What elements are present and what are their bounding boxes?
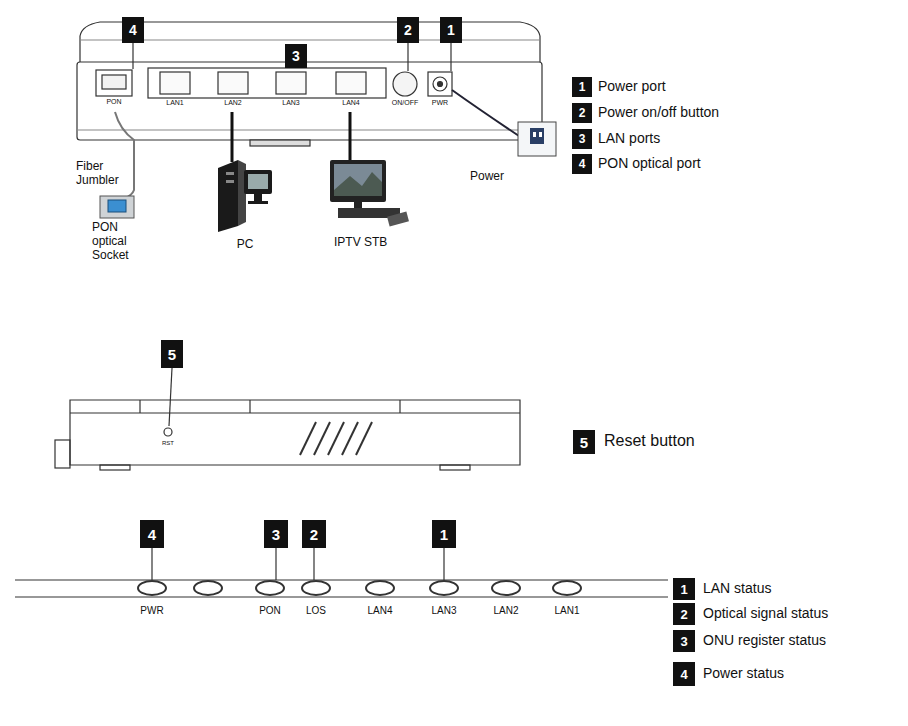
port-label: LAN3 bbox=[273, 99, 309, 107]
callout-text: 3 bbox=[579, 132, 586, 146]
legend-text: Power port bbox=[598, 78, 848, 94]
callout-text: 1 bbox=[440, 526, 448, 543]
port-label: LAN2 bbox=[215, 99, 251, 107]
legend-text: Power status bbox=[703, 665, 903, 681]
callout-text: 4 bbox=[680, 667, 687, 682]
callout-number: 1 bbox=[572, 77, 592, 97]
part-label: PON optical Socket bbox=[92, 221, 148, 262]
callout-number: 3 bbox=[264, 520, 288, 548]
callout-number: 4 bbox=[122, 17, 144, 43]
callout-number: 5 bbox=[161, 340, 183, 368]
led-label: LOS bbox=[296, 605, 336, 617]
callout-number: 5 bbox=[573, 430, 595, 454]
callout-number: 2 bbox=[397, 17, 419, 43]
callout-number: 4 bbox=[140, 520, 164, 548]
callout-number: 1 bbox=[440, 17, 462, 43]
part-label: Power bbox=[470, 170, 520, 184]
part-label: Fiber Jumbler bbox=[76, 160, 126, 188]
callout-number: 3 bbox=[673, 630, 695, 652]
led-label: LAN2 bbox=[486, 605, 526, 617]
legend-text: Optical signal status bbox=[703, 605, 903, 621]
callout-text: 4 bbox=[148, 526, 156, 543]
callout-text: 1 bbox=[579, 80, 586, 94]
callout-number: 4 bbox=[572, 154, 592, 174]
legend-text: LAN status bbox=[703, 580, 903, 596]
callout-text: 1 bbox=[447, 22, 455, 38]
port-label: PON bbox=[99, 98, 129, 106]
callout-text: 4 bbox=[579, 157, 586, 171]
callout-number: 1 bbox=[432, 520, 456, 548]
callout-text: 3 bbox=[272, 526, 280, 543]
led-label: LAN4 bbox=[360, 605, 400, 617]
callout-text: 2 bbox=[579, 106, 586, 120]
port-label: LAN1 bbox=[157, 99, 193, 107]
legend-text: ONU register status bbox=[703, 632, 903, 648]
callout-number: 2 bbox=[572, 103, 592, 123]
legend-text: Power on/off button bbox=[598, 104, 848, 120]
device-label: PC bbox=[225, 238, 265, 252]
callout-number: 3 bbox=[285, 44, 307, 68]
led-label: LAN3 bbox=[424, 605, 464, 617]
callout-text: 2 bbox=[404, 22, 412, 38]
callout-text: 3 bbox=[292, 48, 300, 64]
callout-number: 3 bbox=[572, 129, 592, 149]
legend-text: PON optical port bbox=[598, 155, 848, 171]
callout-text: 5 bbox=[168, 346, 176, 363]
port-label: PWR bbox=[425, 99, 455, 107]
callout-text: 2 bbox=[310, 526, 318, 543]
legend-text: Reset button bbox=[604, 432, 804, 450]
callout-text: 3 bbox=[680, 634, 687, 649]
callout-number: 2 bbox=[673, 603, 695, 625]
callout-text: 1 bbox=[680, 582, 687, 597]
led-label: LAN1 bbox=[547, 605, 587, 617]
led-label: PWR bbox=[132, 605, 172, 617]
port-label: ON/OFF bbox=[387, 99, 423, 107]
callout-number: 2 bbox=[302, 520, 326, 548]
callout-number: 4 bbox=[673, 662, 695, 686]
callout-text: 2 bbox=[680, 607, 687, 622]
callout-text: 4 bbox=[129, 22, 137, 38]
callout-text: 5 bbox=[580, 434, 588, 451]
callout-number: 1 bbox=[673, 578, 695, 600]
led-label: PON bbox=[250, 605, 290, 617]
device-label: IPTV STB bbox=[334, 236, 404, 250]
button-label: RST bbox=[156, 440, 180, 447]
legend-text: LAN ports bbox=[598, 130, 848, 146]
port-label: LAN4 bbox=[333, 99, 369, 107]
